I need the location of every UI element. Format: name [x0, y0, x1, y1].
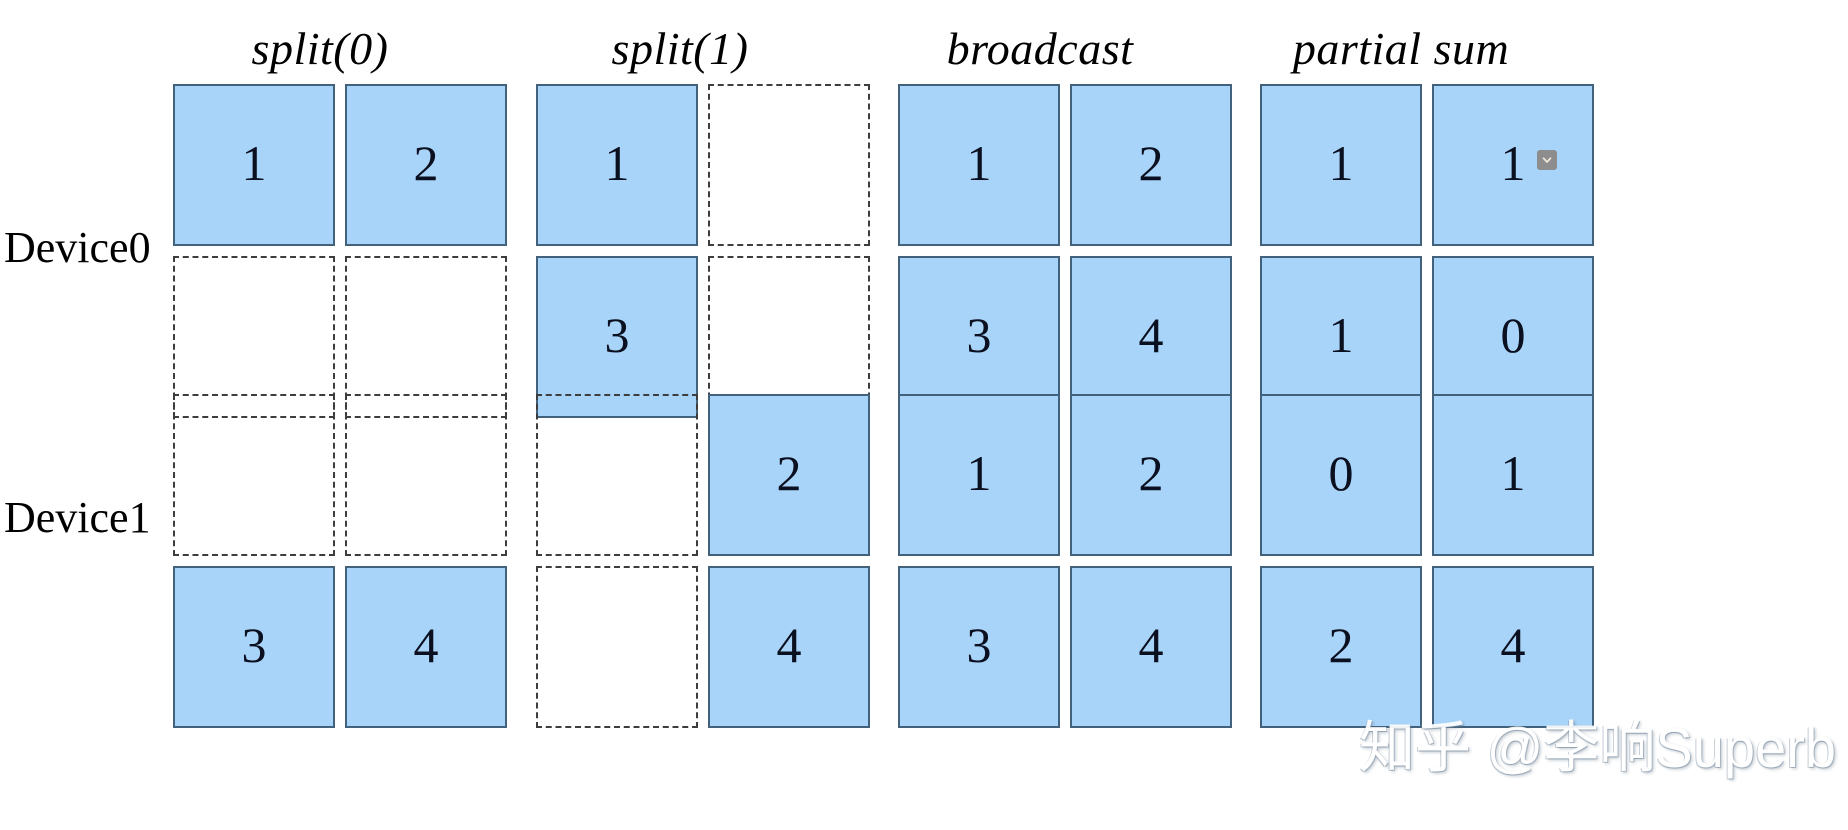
grid-split0-device1: 3 4 [173, 394, 507, 728]
grid-cell[interactable] [536, 566, 698, 728]
grid-cell[interactable] [345, 256, 507, 418]
column-header-broadcast: broadcast [946, 23, 1134, 74]
cell-value: 2 [1138, 135, 1164, 191]
cell-value: 2 [1328, 617, 1354, 673]
grid-cell[interactable]: 2 [1070, 394, 1232, 556]
row-label-device0: Device0 [4, 223, 151, 272]
cell-value: 3 [241, 617, 267, 673]
cell-value: 4 [413, 617, 439, 673]
grid-cell[interactable]: 1 [898, 394, 1060, 556]
cell-value: 0 [1500, 307, 1526, 363]
column-header-split1: split(1) [611, 23, 749, 74]
cell-value: 4 [1138, 617, 1164, 673]
grid-cell[interactable]: 1 [173, 84, 335, 246]
cell-value: 3 [966, 617, 992, 673]
cell-value: 1 [241, 135, 267, 191]
grid-cell[interactable]: 4 [1432, 566, 1594, 728]
cell-value: 2 [776, 445, 802, 501]
grid-cell[interactable]: 0 [1260, 394, 1422, 556]
grid-cell[interactable]: 1 [536, 84, 698, 246]
cell-value: 1 [1328, 135, 1354, 191]
cell-value: 1 [1328, 307, 1354, 363]
grid-cell[interactable]: 3 [898, 256, 1060, 418]
grid-cell[interactable]: 4 [1070, 566, 1232, 728]
grid-cell[interactable]: 4 [345, 566, 507, 728]
grid-cell[interactable]: 3 [898, 566, 1060, 728]
grid-cell[interactable]: 2 [708, 394, 870, 556]
column-header-partial-sum: partial sum [1292, 23, 1510, 74]
grid-split1-device0: 1 3 [536, 84, 870, 418]
chevron-down-icon[interactable] [1537, 150, 1557, 170]
grid-partial-sum-device1: 0 1 2 4 [1260, 394, 1594, 728]
cell-value: 1 [1500, 445, 1526, 501]
grid-cell[interactable]: 2 [1070, 84, 1232, 246]
cell-value: 4 [1500, 617, 1526, 673]
column-header-split0: split(0) [251, 23, 389, 74]
grid-split0-device0: 1 2 [173, 84, 507, 418]
row-label-device1: Device1 [4, 493, 151, 542]
grid-cell[interactable]: 1 [1260, 84, 1422, 246]
cell-value: 3 [604, 307, 630, 363]
cell-value: 3 [966, 307, 992, 363]
grid-cell[interactable] [173, 256, 335, 418]
cell-value: 2 [1138, 445, 1164, 501]
grid-cell[interactable]: 2 [345, 84, 507, 246]
grid-split1-device1: 2 4 [536, 394, 870, 728]
grid-cell[interactable]: 1 [1432, 84, 1594, 246]
cell-value: 1 [966, 445, 992, 501]
cell-value: 2 [413, 135, 439, 191]
cell-value: 1 [966, 135, 992, 191]
grid-cell[interactable]: 2 [1260, 566, 1422, 728]
grid-cell[interactable] [708, 84, 870, 246]
cell-value: 1 [604, 135, 630, 191]
grid-cell[interactable]: 3 [173, 566, 335, 728]
grid-cell[interactable]: 3 [536, 256, 698, 418]
grid-cell[interactable]: 1 [1260, 256, 1422, 418]
grid-cell[interactable] [345, 394, 507, 556]
grid-cell[interactable]: 1 [898, 84, 1060, 246]
cell-value: 1 [1500, 135, 1526, 191]
cell-value: 4 [776, 617, 802, 673]
grid-cell[interactable]: 4 [708, 566, 870, 728]
grid-cell[interactable] [173, 394, 335, 556]
cell-value: 0 [1328, 445, 1354, 501]
grid-cell[interactable]: 1 [1432, 394, 1594, 556]
cell-value: 4 [1138, 307, 1164, 363]
grid-partial-sum-device0: 1 1 1 0 [1260, 84, 1594, 418]
grid-cell[interactable]: 0 [1432, 256, 1594, 418]
grid-cell[interactable] [536, 394, 698, 556]
grid-broadcast-device0: 1 2 3 4 [898, 84, 1232, 418]
grid-broadcast-device1: 1 2 3 4 [898, 394, 1232, 728]
grid-cell[interactable]: 4 [1070, 256, 1232, 418]
